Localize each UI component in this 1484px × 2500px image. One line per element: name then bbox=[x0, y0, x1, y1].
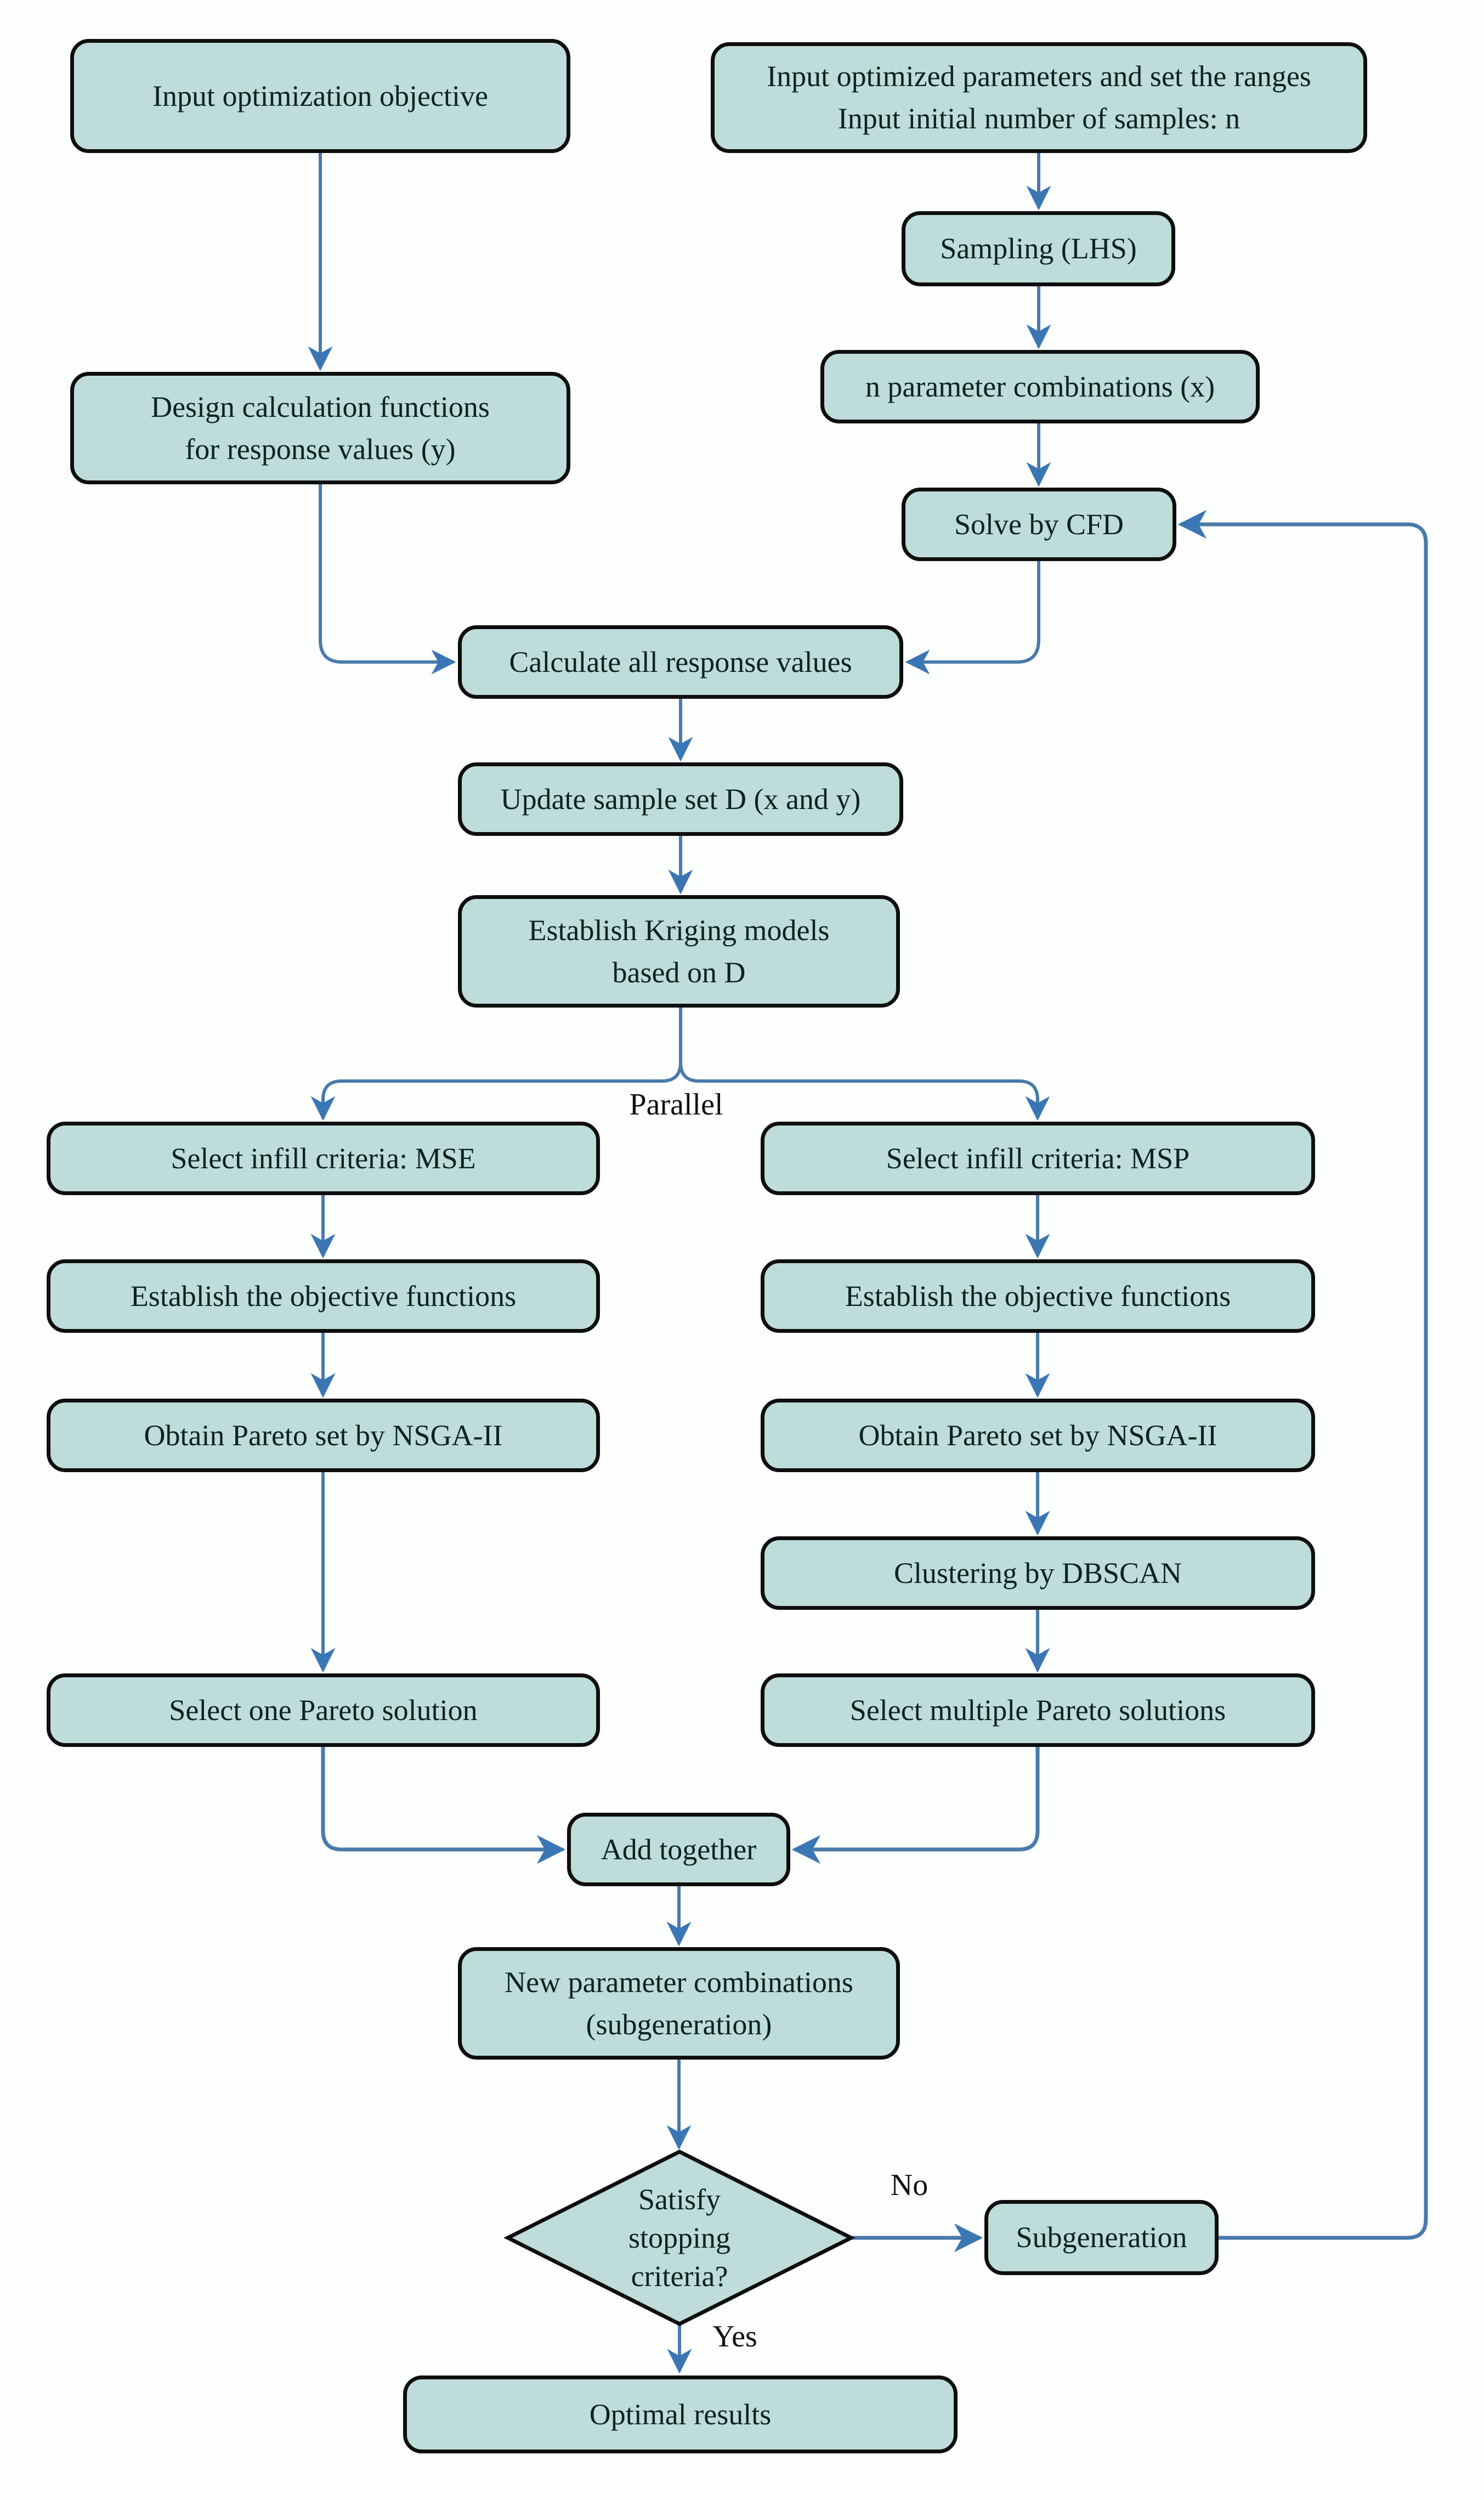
node-calc-response: Calculate all response values bbox=[458, 625, 903, 699]
node-select-one: Select one Pareto solution bbox=[47, 1673, 600, 1747]
node-new-params-label: New parameter combinations (subgeneratio… bbox=[505, 1965, 853, 2041]
node-param-combinations-label: n parameter combinations (x) bbox=[865, 370, 1215, 403]
node-kriging-label: Establish Kriging models based on D bbox=[528, 913, 830, 989]
node-update-sample-label: Update sample set D (x and y) bbox=[500, 782, 861, 816]
node-infill-mse: Select infill criteria: MSE bbox=[47, 1122, 600, 1195]
node-sampling: Sampling (LHS) bbox=[902, 211, 1175, 286]
label-parallel: Parallel bbox=[629, 1088, 723, 1122]
node-subgeneration-label: Subgeneration bbox=[1016, 2221, 1187, 2254]
node-pareto-left-label: Obtain Pareto set by NSGA-II bbox=[144, 1418, 503, 1452]
node-objective-right-label: Establish the objective functions bbox=[845, 1279, 1231, 1313]
node-update-sample: Update sample set D (x and y) bbox=[458, 762, 903, 836]
node-input-params-label: Input optimized parameters and set the r… bbox=[767, 60, 1311, 135]
node-solve-cfd-label: Solve by CFD bbox=[954, 507, 1124, 541]
decision-diamond bbox=[503, 2150, 856, 2326]
node-infill-msp: Select infill criteria: MSP bbox=[761, 1122, 1315, 1195]
node-dbscan: Clustering by DBSCAN bbox=[761, 1536, 1315, 1610]
node-add-together: Add together bbox=[567, 1813, 790, 1886]
node-solve-cfd: Solve by CFD bbox=[902, 488, 1176, 561]
node-objective-left: Establish the objective functions bbox=[47, 1259, 600, 1333]
node-pareto-left: Obtain Pareto set by NSGA-II bbox=[47, 1399, 600, 1472]
label-no: No bbox=[890, 2168, 928, 2202]
node-sampling-label: Sampling (LHS) bbox=[940, 232, 1137, 265]
node-calc-response-label: Calculate all response values bbox=[509, 645, 852, 678]
arrow-cfd-to-calc bbox=[905, 561, 1040, 675]
node-objective-right: Establish the objective functions bbox=[761, 1259, 1315, 1333]
node-design-calc: Design calculation functions for respons… bbox=[70, 372, 570, 484]
arrow-selectmulti-to-add bbox=[791, 1747, 1040, 1864]
arrow-kriging-split-right bbox=[679, 1062, 1050, 1121]
node-select-multiple: Select multiple Pareto solutions bbox=[761, 1673, 1315, 1747]
arrow-subgeneration-feedback-to-cfd bbox=[1177, 510, 1428, 2240]
node-pareto-right: Obtain Pareto set by NSGA-II bbox=[761, 1399, 1315, 1472]
node-kriging: Establish Kriging models based on D bbox=[458, 895, 900, 1008]
node-pareto-right-label: Obtain Pareto set by NSGA-II bbox=[858, 1418, 1217, 1452]
node-select-multiple-label: Select multiple Pareto solutions bbox=[849, 1693, 1226, 1727]
node-optimal-results: Optimal results bbox=[403, 2375, 958, 2453]
arrow-kriging-split-left bbox=[310, 1008, 682, 1121]
node-select-one-label: Select one Pareto solution bbox=[169, 1693, 478, 1727]
node-new-params: New parameter combinations (subgeneratio… bbox=[458, 1947, 900, 2060]
node-subgeneration: Subgeneration bbox=[984, 2200, 1219, 2275]
label-yes: Yes bbox=[712, 2320, 757, 2354]
node-dbscan-label: Clustering by DBSCAN bbox=[893, 1556, 1182, 1590]
node-add-together-label: Add together bbox=[601, 1832, 757, 1866]
arrow-selectone-to-add bbox=[321, 1747, 566, 1864]
node-param-combinations: n parameter combinations (x) bbox=[820, 350, 1260, 423]
decision-label: Satisfy stopping criteria? bbox=[553, 2180, 806, 2295]
node-objective-left-label: Establish the objective functions bbox=[130, 1279, 517, 1313]
arrow-design-to-calc bbox=[319, 484, 456, 675]
node-infill-msp-label: Select infill criteria: MSP bbox=[886, 1141, 1190, 1175]
decision-label-text: Satisfy stopping criteria? bbox=[628, 2182, 731, 2293]
node-optimal-results-label: Optimal results bbox=[589, 2397, 772, 2431]
node-infill-mse-label: Select infill criteria: MSE bbox=[171, 1141, 476, 1175]
node-input-objective: Input optimization objective bbox=[70, 39, 570, 153]
node-input-objective-label: Input optimization objective bbox=[152, 79, 488, 112]
node-design-calc-label: Design calculation functions for respons… bbox=[151, 390, 490, 466]
node-input-params: Input optimized parameters and set the r… bbox=[711, 42, 1367, 153]
